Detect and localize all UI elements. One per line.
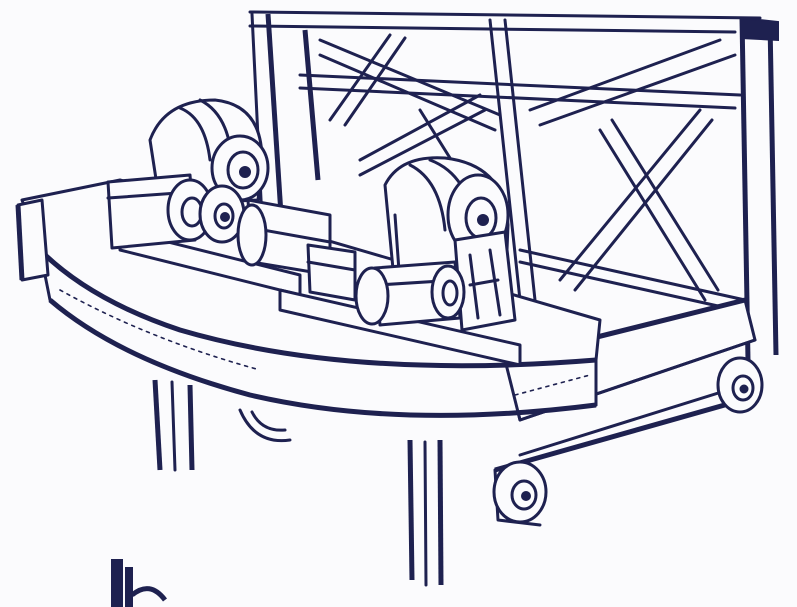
front-motor bbox=[354, 260, 466, 327]
left-motor bbox=[106, 173, 246, 250]
wheel-front bbox=[492, 460, 548, 524]
support-legs bbox=[152, 379, 444, 587]
cropped-fragment bbox=[111, 559, 167, 607]
main-winch-drum bbox=[383, 156, 517, 332]
lattice-frame bbox=[248, 10, 779, 361]
wheel-rear bbox=[716, 356, 764, 414]
gearbox bbox=[236, 198, 357, 302]
